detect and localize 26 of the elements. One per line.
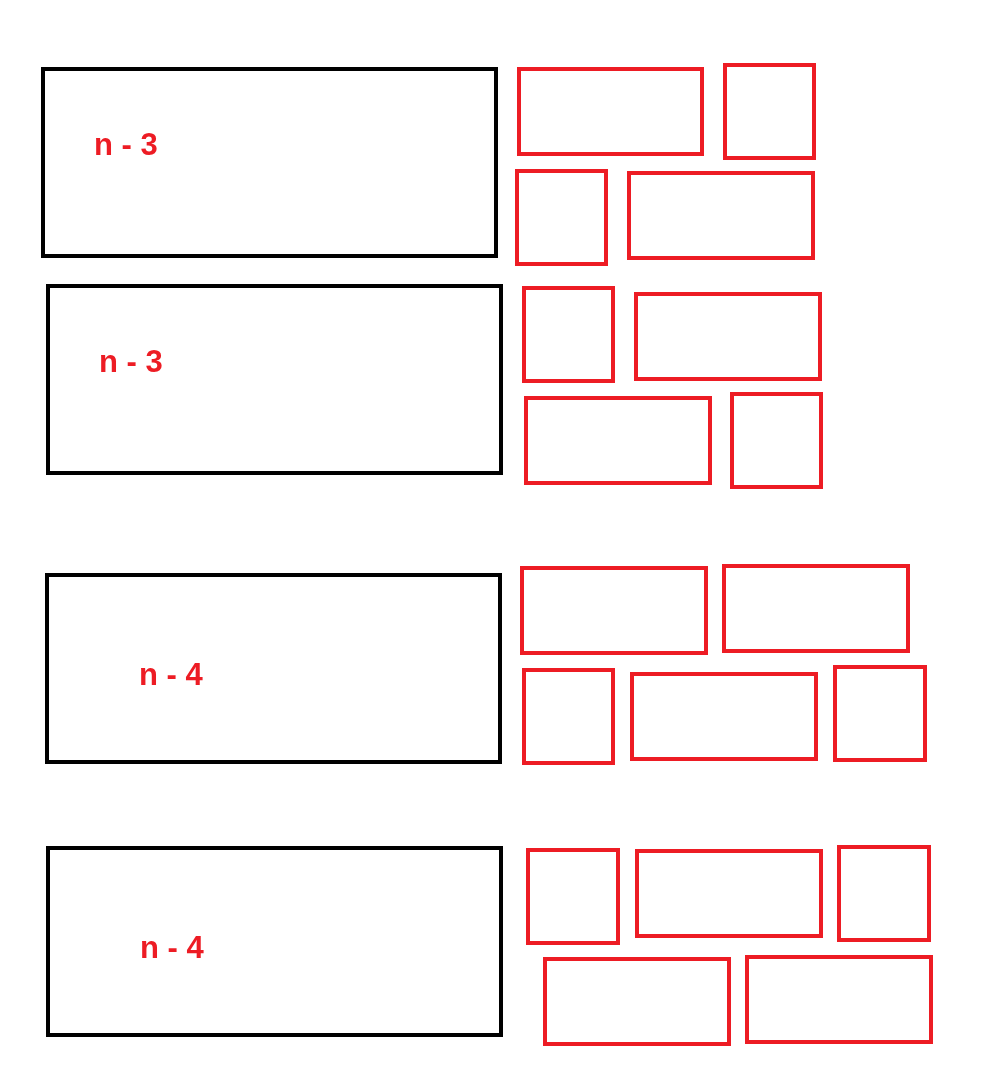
outlined-rectangle [517,67,704,156]
outlined-rectangle [833,665,927,762]
expression-label: n - 4 [140,932,204,963]
outlined-rectangle [837,845,931,942]
outlined-rectangle [520,566,708,655]
outlined-rectangle [524,396,712,485]
outlined-rectangle [522,286,615,383]
outlined-rectangle [45,573,502,764]
outlined-rectangle [526,848,620,945]
outlined-rectangle [627,171,815,260]
outlined-rectangle [630,672,818,761]
outlined-rectangle [722,564,910,653]
outlined-rectangle [635,849,823,938]
outlined-rectangle [46,846,503,1037]
outlined-rectangle [522,668,615,765]
expression-label: n - 3 [99,346,163,377]
expression-label: n - 4 [139,659,203,690]
outlined-rectangle [41,67,498,258]
outlined-rectangle [730,392,823,489]
outlined-rectangle [745,955,933,1044]
outlined-rectangle [515,169,608,266]
outlined-rectangle [634,292,822,381]
outlined-rectangle [46,284,503,475]
expression-label: n - 3 [94,129,158,160]
outlined-rectangle [543,957,731,1046]
outlined-rectangle [723,63,816,160]
